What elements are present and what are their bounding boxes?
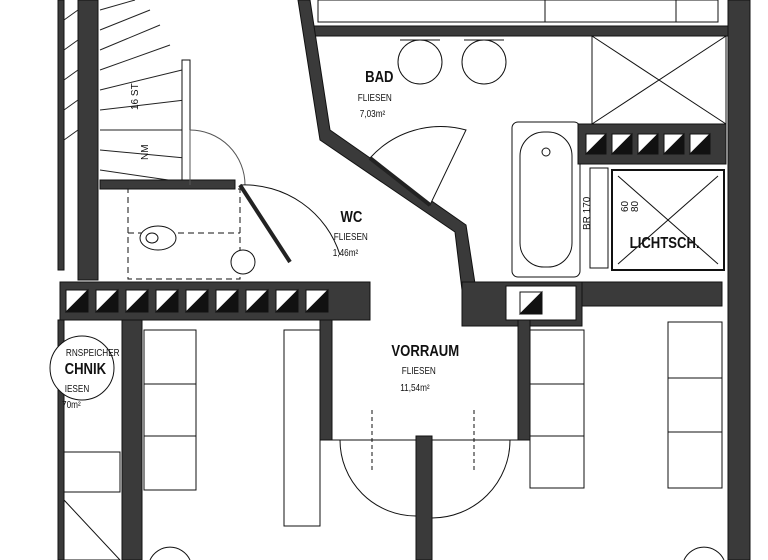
sink-2-icon — [461, 39, 507, 85]
bad-door-swing — [369, 126, 467, 206]
vorraum-finish: FLIESEN — [402, 365, 436, 376]
window-dim-a: 60 — [620, 200, 631, 212]
lichtschacht-name: LICHTSCH. — [630, 235, 700, 252]
technik-line3: IESEN — [65, 383, 90, 394]
wc-door-swing — [239, 184, 341, 256]
chimney-row-left — [59, 281, 371, 321]
lichtschacht — [577, 123, 727, 271]
door-swing-right — [431, 439, 511, 519]
door-arc-bottom-right — [683, 546, 725, 560]
wc-finish: FLIESEN — [334, 231, 368, 242]
vorraum-area: 11,54m² — [400, 382, 429, 393]
wc-room — [127, 183, 341, 280]
sink-1-icon — [397, 39, 443, 85]
bad-room — [297, 0, 731, 327]
wc-name: WC — [340, 209, 362, 226]
bad-area: 7,03m² — [360, 108, 385, 119]
vent-shafts-right — [584, 132, 711, 155]
boiler-icon — [49, 335, 115, 401]
vent-shafts-left — [64, 288, 329, 313]
vorraum-room — [319, 319, 531, 560]
window-bottom-label: BR 170 — [582, 196, 593, 230]
stair-label: 16 ST — [130, 83, 141, 110]
bad-finish: FLIESEN — [358, 92, 392, 103]
door-swing-left — [339, 439, 417, 517]
technik-line2: CHNIK — [65, 361, 107, 378]
door-arc-bottom-left — [149, 546, 191, 560]
wc-area: 1,46m² — [333, 247, 358, 258]
technik-room — [49, 319, 143, 560]
vorraum-name: VORRAUM — [391, 343, 459, 360]
stair-label-2: NM — [140, 144, 151, 160]
staircase — [57, 0, 246, 281]
outer-wall-right — [727, 0, 751, 560]
wardrobes-left — [143, 329, 321, 527]
wc-sink-icon — [230, 249, 256, 275]
technik-line1: RNSPEICHER — [66, 347, 120, 358]
wardrobes-right — [529, 321, 723, 489]
bad-name: BAD — [365, 69, 393, 86]
window-dim-b: 80 — [630, 200, 641, 212]
technik-line4: 70m² — [62, 399, 81, 410]
